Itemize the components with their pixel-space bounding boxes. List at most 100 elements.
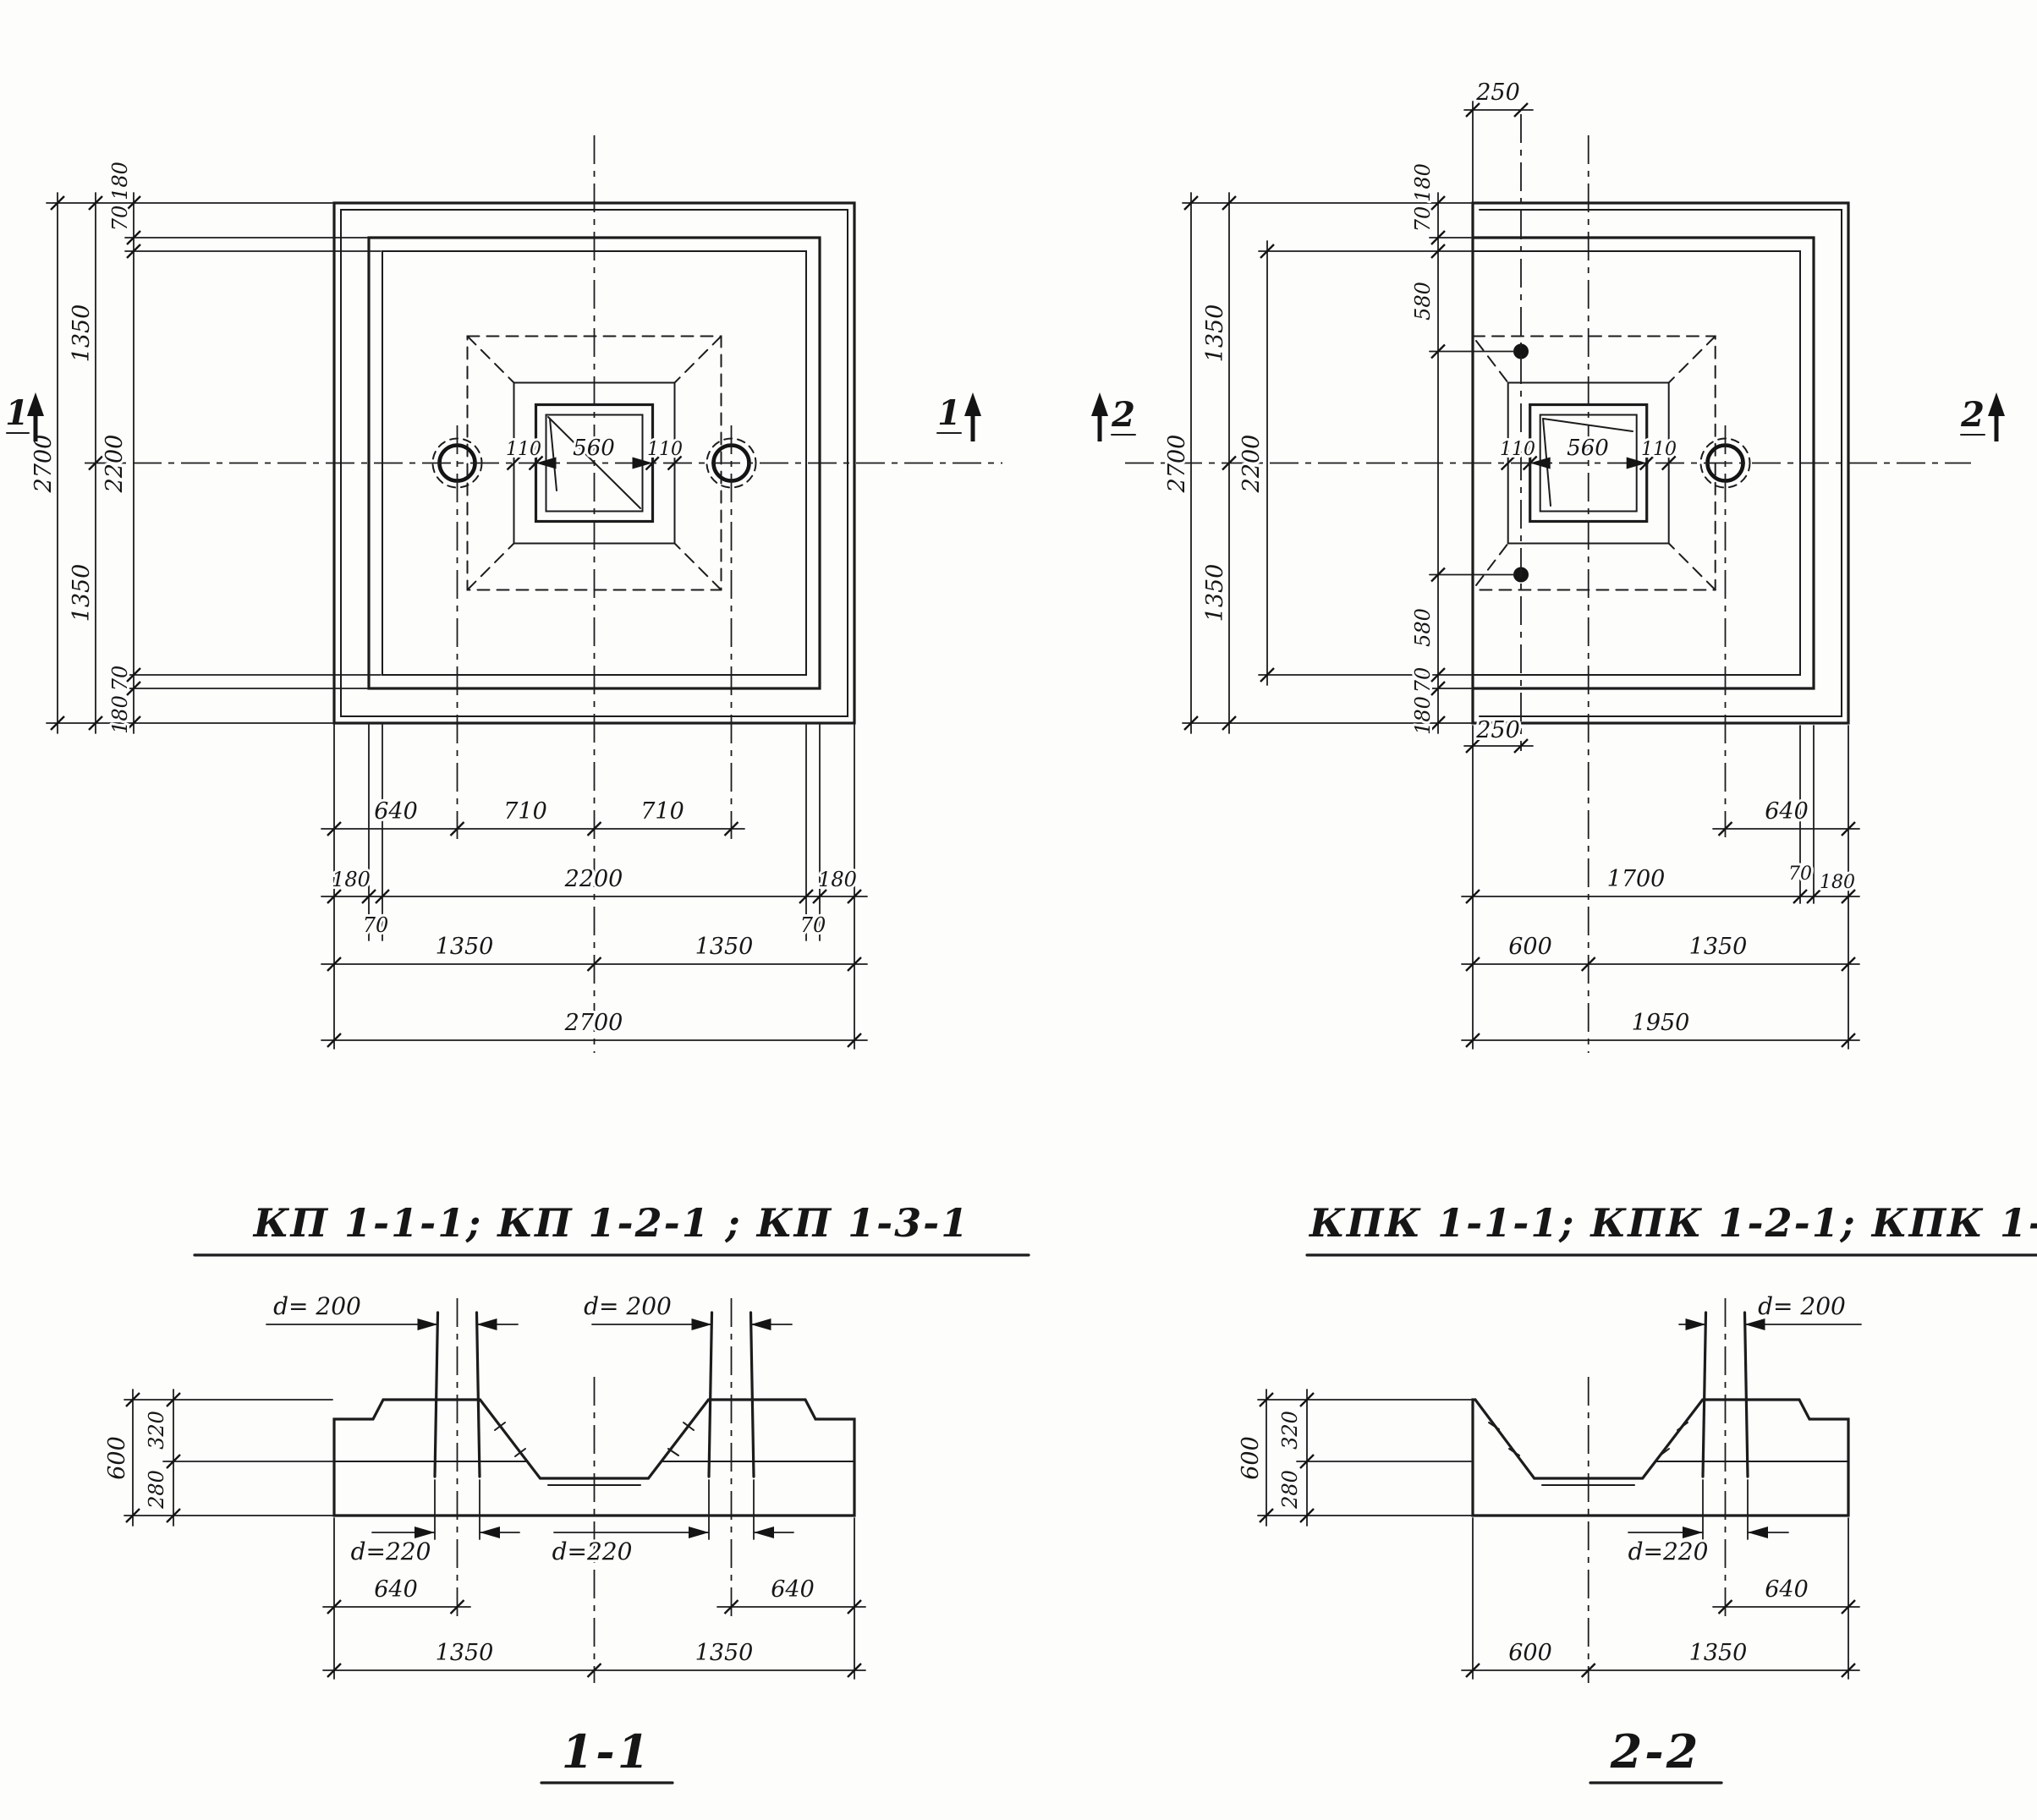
plan-left-centerlines [85,135,1002,1053]
plan-left-extension-lines [46,202,855,1050]
section-2-label: 2-2 [1610,1724,1701,1779]
dim-1350-right: 1350 [695,1640,754,1666]
plan-right-centerlines [1125,114,1971,1053]
section-1-inner-lines [333,1422,855,1486]
title-kpk: КПК 1-1-1; КПК 1-2-1; КПК 1-3-1 [1308,1200,2037,1246]
dim-1350-left: 1350 [436,1640,494,1666]
dim-600-bottom: 600 [1508,1640,1552,1666]
dim-640-left: 640 [374,1576,418,1603]
section-1-texts: d= 200 d= 200 d=220 d=220 600 320 280 64… [102,1290,817,1784]
dim-640-right: 640 [771,1576,815,1603]
dim-710-left: 710 [503,798,547,825]
section-2-texts: d= 200 d=220 600 320 280 640 600 1350 2-… [1235,1290,1848,1784]
section-1-label: 1-1 [562,1724,652,1779]
dim-560: 560 [573,436,615,461]
pipe-dia-top: d= 200 [1758,1292,1846,1320]
dim-1950: 1950 [1632,1010,1690,1036]
dim-640: 640 [1765,798,1809,825]
dim-1350: 1350 [1689,934,1748,960]
dim-600: 600 [1508,934,1552,960]
dim-1350-right: 1350 [695,934,754,960]
dim-180-top: 180 [108,162,132,200]
pipe-dia-bottom-left: d=220 [351,1538,431,1565]
section-1-dimension-lines [132,1318,866,1671]
dim-180-right: 180 [818,868,857,891]
dim-110-right: 110 [647,439,683,460]
plan-left-dim-texts: 2700 1350 1350 180 70 2200 70 180 640 71… [28,159,859,1039]
dim-600-height: 600 [104,1436,130,1480]
title-kp: КП 1-1-1; КП 1-2-1 ; КП 1-3-1 [252,1200,970,1246]
plan-left-dimension-lines [57,192,868,1041]
section-marker-1-left: 1 [5,393,29,433]
section-2-inner-lines [1488,1422,1849,1486]
dim-640: 640 [374,798,418,825]
pipe-dia-top-right: d= 200 [584,1292,672,1320]
dim-280: 280 [1278,1470,1302,1510]
dim-710-right: 710 [640,798,684,825]
dim-180: 180 [1820,872,1855,893]
section-2-2: d= 200 d=220 600 320 280 640 600 1350 2-… [1235,1290,1862,1784]
plan-right-extension-lines [1182,101,1849,1050]
section-1-pipes [433,1311,755,1478]
section-2-outline [1471,1398,1850,1517]
dim-70-bottom: 70 [1411,667,1435,693]
dim-110-right: 110 [1641,439,1677,460]
dim-250-top: 250 [1475,79,1520,106]
dim-2700-vert: 2700 [30,435,57,494]
dim-320: 320 [1278,1411,1302,1450]
dim-70-left: 70 [363,913,389,937]
section-marker-1-right: 1 [937,393,961,433]
section-1-centerlines [456,1298,733,1683]
dim-70-right: 70 [800,913,826,937]
dim-320: 320 [145,1411,168,1450]
dim-1350-top: 1350 [69,304,95,363]
dim-110-left: 110 [1500,439,1535,460]
dim-2700-horiz: 2700 [564,1010,623,1036]
dim-580-bottom: 580 [1411,608,1435,647]
dim-1700: 1700 [1607,866,1666,892]
dim-1350-top: 1350 [1202,304,1228,363]
dim-180-top: 180 [1411,163,1435,202]
plan-left: 2700 1350 1350 180 70 2200 70 180 640 71… [3,135,1002,1053]
section-1-outline [332,1398,856,1517]
section-2-extension-lines [1257,1399,1849,1680]
dim-180-bottom: 180 [108,695,132,734]
dim-1350-left: 1350 [436,934,494,960]
dim-600-height: 600 [1238,1436,1264,1480]
dim-110-left: 110 [506,439,541,460]
dim-2200-vert: 2200 [1238,435,1265,494]
dim-180-bottom: 180 [1411,696,1435,735]
titles: КП 1-1-1; КП 1-2-1 ; КП 1-3-1 КПК 1-1-1;… [193,1198,2037,1257]
plan-right-section-markers: 2 2 [1091,392,2005,441]
dim-1350-bottom: 1350 [1202,564,1228,622]
dim-180-left: 180 [332,868,371,891]
plan-right: 2700 1350 1350 2200 180 70 580 580 70 18… [1091,77,2005,1053]
dim-2200-horiz: 2200 [564,866,623,892]
dim-70: 70 [1788,863,1812,885]
pipe-dia-bottom-right: d=220 [552,1538,633,1565]
dim-2200-vert: 2200 [102,435,128,494]
section-2-pipe [1701,1311,1749,1478]
dim-250-bottom: 250 [1475,717,1520,743]
section-1-1: d= 200 d= 200 d=220 d=220 600 320 280 64… [102,1290,866,1784]
section-2-dimension-lines [1266,1318,1862,1671]
dim-580-top: 580 [1411,282,1435,321]
dim-2700-vert: 2700 [1164,435,1190,494]
pipe-dia-bottom: d=220 [1628,1538,1709,1565]
section-marker-2-right: 2 [1960,395,1985,435]
plan-right-dim-texts: 2700 1350 1350 2200 180 70 580 580 70 18… [1161,77,1858,1039]
dim-560: 560 [1567,436,1609,461]
dim-1350-bottom: 1350 [1689,1640,1748,1666]
dim-70-bottom: 70 [108,666,132,692]
dim-70-top: 70 [108,206,132,232]
dim-70-top: 70 [1411,206,1435,233]
plan-left-section-markers: 1 1 [3,392,981,441]
plan-left-ticks [49,195,863,1049]
dim-1350-bottom: 1350 [69,564,95,622]
pipe-dia-top-left: d= 200 [273,1292,361,1320]
section-1-extension-lines [124,1399,855,1680]
dim-280: 280 [145,1470,168,1510]
section-marker-2-left: 2 [1111,395,1135,435]
